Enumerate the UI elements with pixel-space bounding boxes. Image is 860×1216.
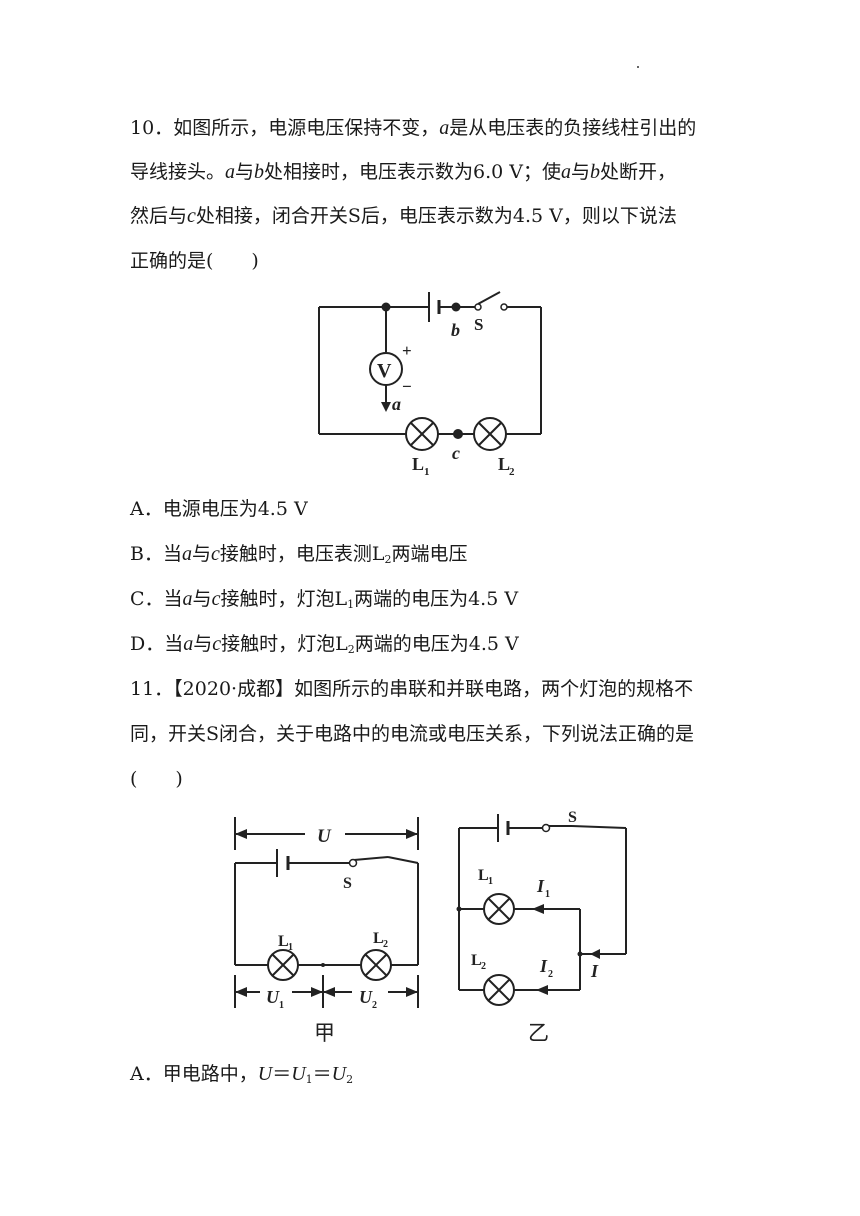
option-d-text: 与 <box>193 633 213 655</box>
var-a: a <box>181 543 192 565</box>
q11-text: 11．【2020·成都】如图所示的串联和并联电路，两个灯泡的规格不 <box>130 678 694 700</box>
equals-sign: ＝ <box>312 1063 332 1085</box>
q10-text: 是从电压表的负接线柱引出的 <box>449 117 697 139</box>
caption-jia: 甲 <box>314 1021 335 1045</box>
q10-text: 与 <box>571 161 591 183</box>
label-I1: I <box>536 876 545 896</box>
label-I2-sub: 2 <box>548 969 553 980</box>
label-L1-sub: 1 <box>288 942 293 953</box>
q10-option-d: D．当a与c接触时，灯泡L2两端的电压为4.5 V <box>130 631 519 663</box>
label-a: a <box>392 394 401 414</box>
label-U2-sub: 2 <box>372 1000 377 1011</box>
label-L2: L <box>373 930 384 947</box>
var-U: U <box>257 1063 273 1085</box>
q11-text: 同，开关S闭合，关于电路中的电流或电压关系，下列说法正确的是 <box>130 723 695 745</box>
label-L2: L <box>498 454 510 474</box>
label-U1: U <box>266 987 280 1007</box>
q10-text: 正确的是( ) <box>130 250 259 272</box>
subscript: 2 <box>384 553 392 566</box>
option-c-text: C．当 <box>130 588 183 610</box>
subscript: 1 <box>305 1073 313 1086</box>
label-S: S <box>568 809 577 826</box>
label-plus: + <box>402 341 412 360</box>
caption-yi: 乙 <box>528 1021 549 1045</box>
var-b: b <box>590 161 601 183</box>
option-b-text: B．当 <box>130 543 182 565</box>
var-a: a <box>225 161 236 183</box>
var-a: a <box>561 161 572 183</box>
label-S: S <box>343 875 352 892</box>
var-U2: U <box>331 1063 347 1085</box>
option-d-text: 接触时，灯泡L <box>221 633 348 655</box>
option-c-text: 与 <box>192 588 212 610</box>
q10-option-a: A．电源电压为4.5 V <box>130 496 308 522</box>
q10-option-b: B．当a与c接触时，电压表测L2两端电压 <box>130 541 468 573</box>
label-minus: − <box>402 377 412 396</box>
q10-text: 处相接时，电压表示数为6.0 V；使 <box>264 161 562 183</box>
option-b-text: 两端电压 <box>391 543 468 565</box>
label-V: V <box>377 360 392 382</box>
subscript: 1 <box>347 598 355 611</box>
q11-text: ( ) <box>130 768 183 790</box>
label-L2-sub: 2 <box>481 961 486 972</box>
q10-line-1: 10．如图所示，电源电压保持不变，a是从电压表的负接线柱引出的 <box>130 115 696 141</box>
q10-line-4: 正确的是( ) <box>130 248 259 274</box>
option-c-text: 接触时，灯泡L <box>220 588 348 610</box>
label-U2: U <box>359 987 373 1007</box>
q10-text: 处相接，闭合开关S后，电压表示数为4.5 V，则以下说法 <box>195 205 677 227</box>
var-c: c <box>211 588 221 610</box>
equals-sign: ＝ <box>272 1063 292 1085</box>
q11-line-2: 同，开关S闭合，关于电路中的电流或电压关系，下列说法正确的是 <box>130 721 694 747</box>
label-L1: L <box>278 933 289 950</box>
q10-number: 10． <box>130 117 174 139</box>
label-b: b <box>451 320 460 340</box>
label-L1: L <box>412 454 424 474</box>
q10-text: 如图所示，电源电压保持不变， <box>173 117 440 139</box>
label-I2: I <box>539 956 548 976</box>
label-L1-sub: 1 <box>424 466 430 478</box>
label-L1: L <box>478 867 489 884</box>
var-a: a <box>183 633 194 655</box>
label-L1-sub: 1 <box>488 876 493 887</box>
corner-dot <box>637 66 639 68</box>
q10-line-3: 然后与c处相接，闭合开关S后，电压表示数为4.5 V，则以下说法 <box>130 203 677 229</box>
q11-option-a: A．甲电路中，U＝U1＝U2 <box>130 1061 353 1093</box>
var-c: c <box>212 633 222 655</box>
q10-text: 处断开， <box>600 161 677 183</box>
label-L2: L <box>471 952 482 969</box>
label-c: c <box>452 443 460 463</box>
option-c-text: 两端的电压为4.5 V <box>354 588 519 610</box>
var-b: b <box>254 161 265 183</box>
q10-text: 然后与 <box>130 205 188 227</box>
q10-line-2: 导线接头。a与b处相接时，电压表示数为6.0 V；使a与b处断开， <box>130 159 676 185</box>
q10-text: 与 <box>235 161 255 183</box>
label-U: U <box>317 826 332 847</box>
subscript: 2 <box>346 1073 354 1086</box>
option-d-text: 两端的电压为4.5 V <box>354 633 519 655</box>
option-a-text: A．甲电路中， <box>130 1063 258 1085</box>
label-S: S <box>474 315 483 334</box>
label-L2-sub: 2 <box>509 466 515 478</box>
var-c: c <box>210 543 220 565</box>
label-I: I <box>590 961 599 981</box>
var-a: a <box>182 588 193 610</box>
option-b-text: 与 <box>191 543 211 565</box>
option-a-text: A．电源电压为4.5 V <box>130 498 308 520</box>
q10-text: 导线接头。 <box>130 161 226 183</box>
var-U1: U <box>291 1063 306 1085</box>
q11-line-3: ( ) <box>130 766 183 792</box>
q11-line-1: 11．【2020·成都】如图所示的串联和并联电路，两个灯泡的规格不 <box>130 676 693 702</box>
q10-option-c: C．当a与c接触时，灯泡L1两端的电压为4.5 V <box>130 586 518 618</box>
subscript: 2 <box>347 643 355 656</box>
label-I1-sub: 1 <box>545 889 550 900</box>
var-c: c <box>187 205 196 227</box>
var-a: a <box>439 117 450 139</box>
label-U1-sub: 1 <box>279 1000 284 1011</box>
label-L2-sub: 2 <box>383 939 388 950</box>
option-b-text: 接触时，电压表测L <box>219 543 385 565</box>
option-d-text: D．当 <box>130 633 184 655</box>
